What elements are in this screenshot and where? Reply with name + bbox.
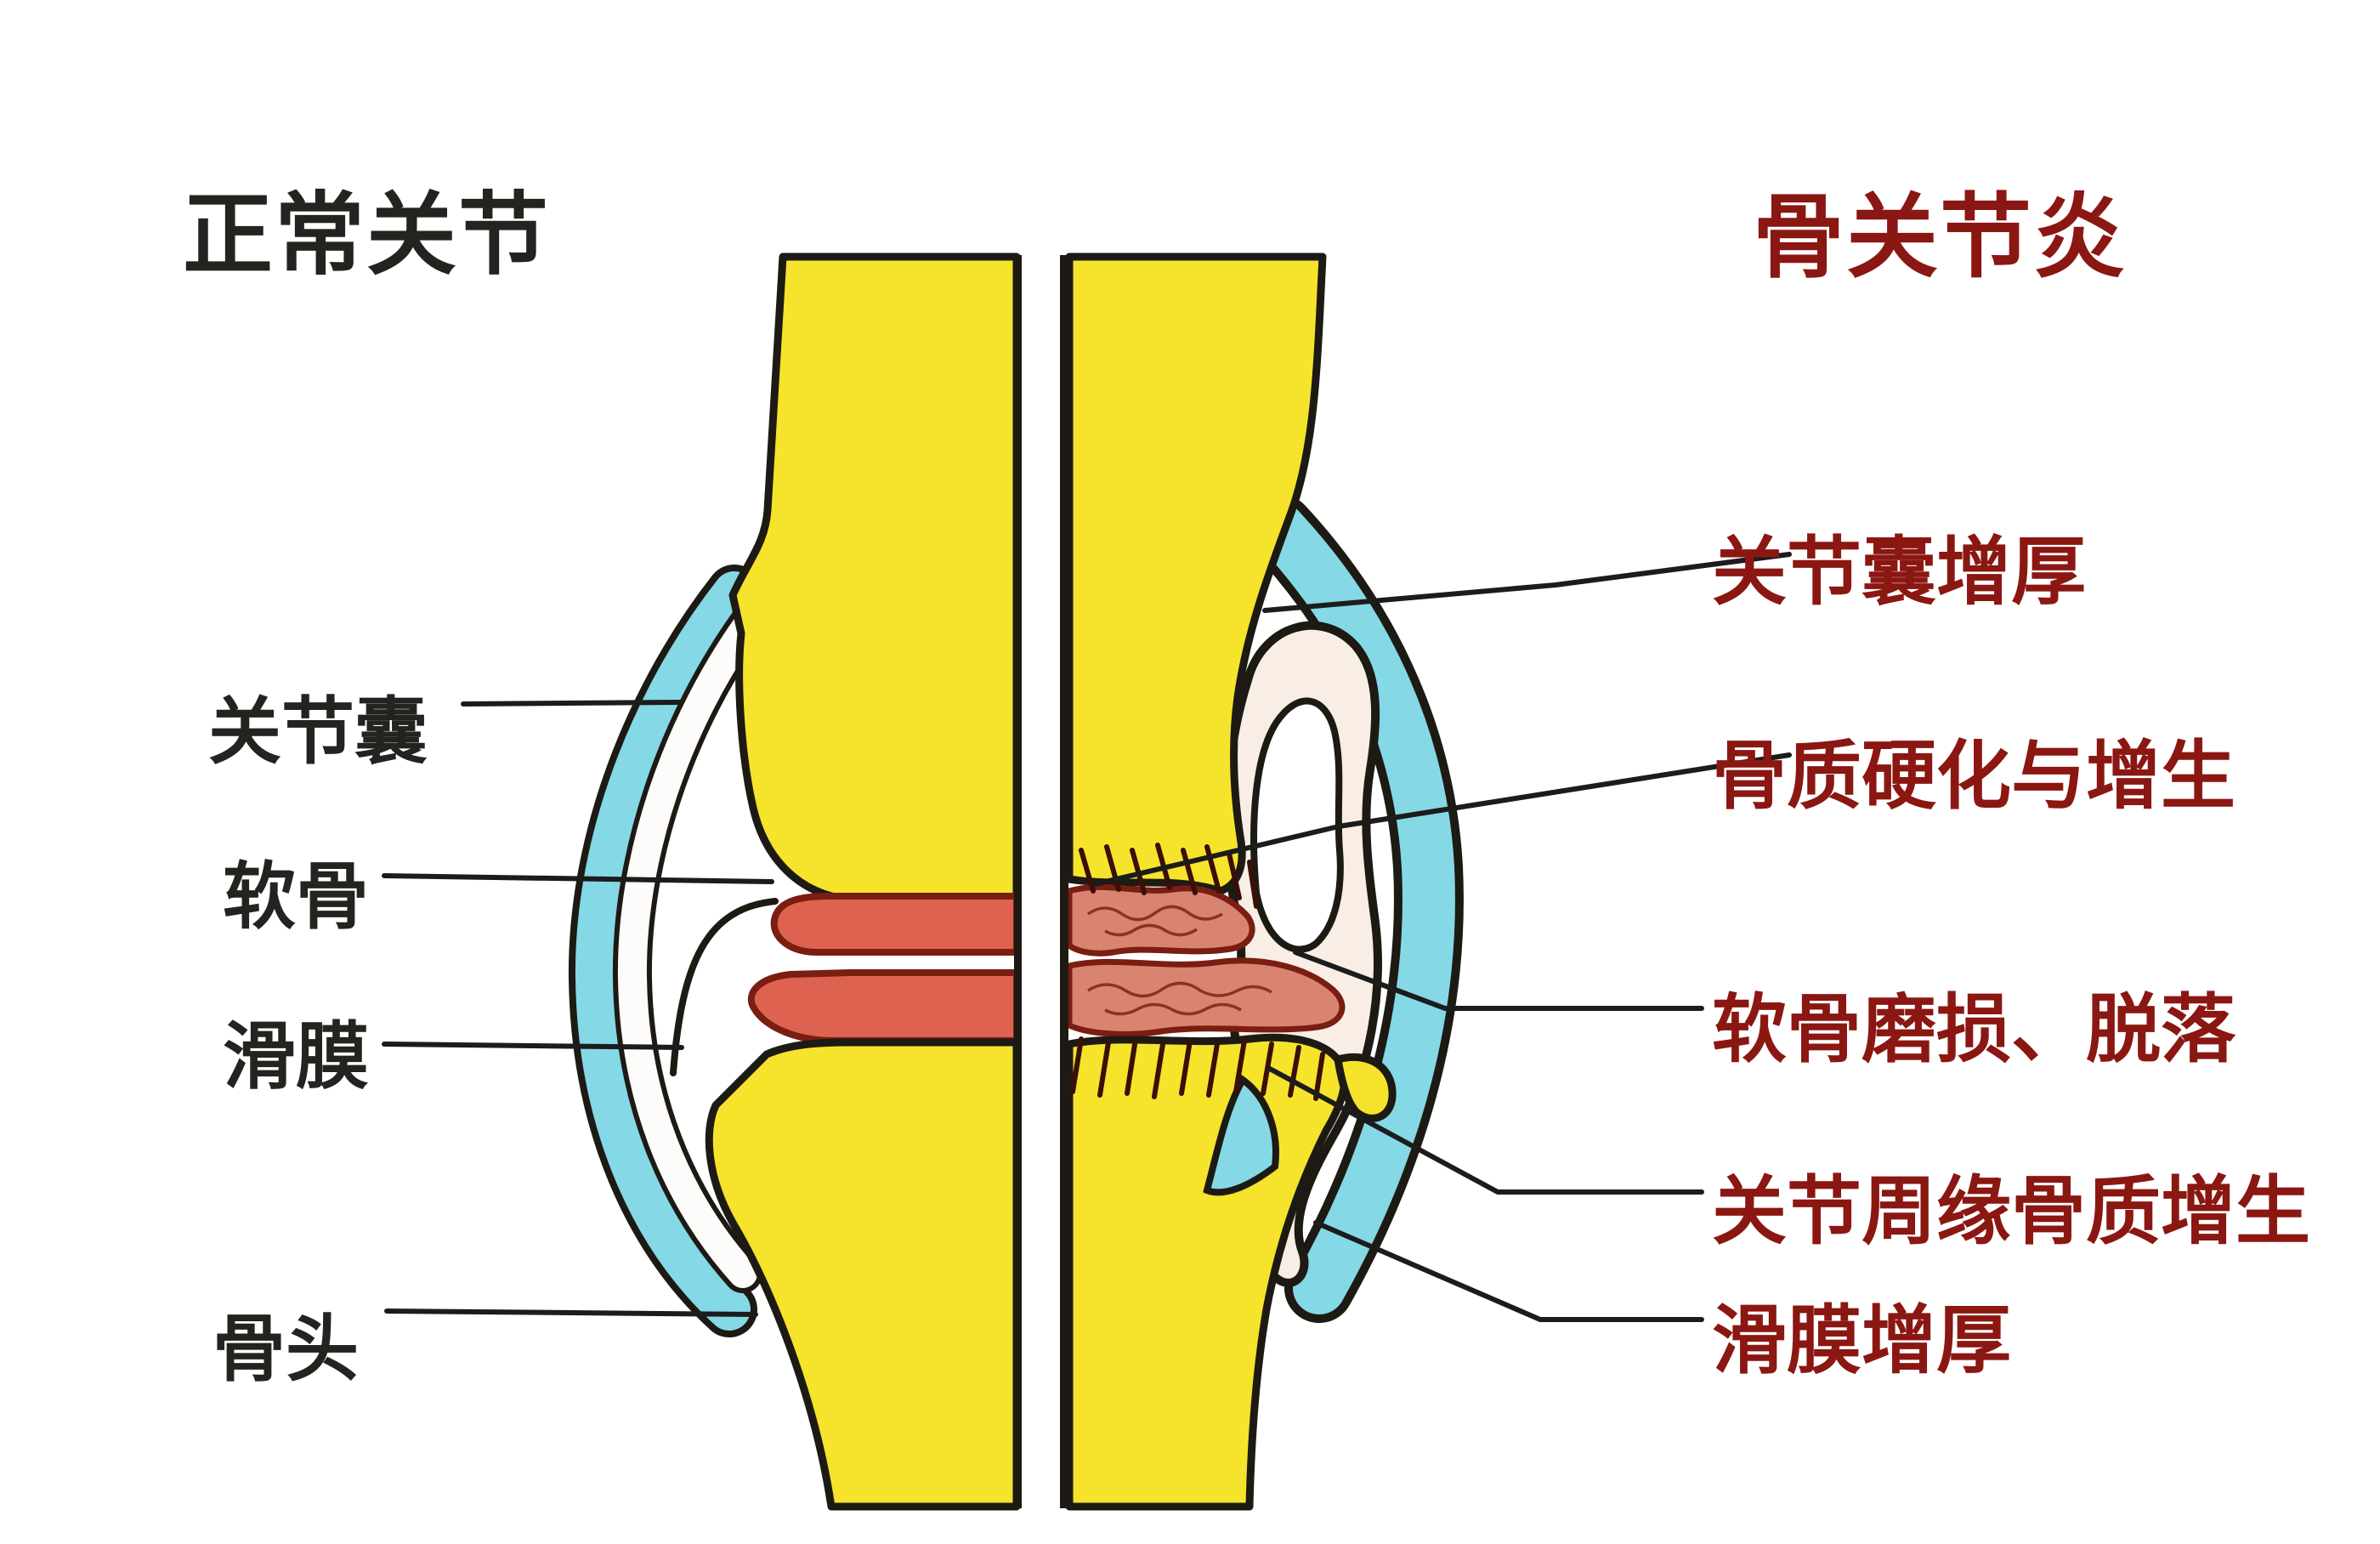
cartilage-upper-normal (770, 893, 1020, 956)
leader-synovium (382, 1042, 684, 1050)
normal-joint-half (568, 253, 1021, 1511)
leader-cartilage (382, 873, 774, 884)
leader-joint-capsule (461, 700, 683, 707)
femur-osteoarthritis (1065, 253, 1327, 895)
cartilage-lower-degraded (1066, 957, 1346, 1037)
divider-line-left (1014, 255, 1022, 1508)
leader-synovium-thickening (1313, 1220, 1704, 1322)
leader-capsule-thickening (1262, 552, 1792, 613)
label-bone: 骨头 (212, 1308, 359, 1390)
cartilage-lower-normal (747, 969, 1020, 1044)
osteophyte-spur (1334, 1053, 1397, 1122)
capsule-pocket (1203, 1075, 1279, 1196)
cartilage-upper-degraded (1066, 883, 1255, 956)
label-marginal-osteophyte: 关节周缘骨质增生 (1712, 1169, 2311, 1253)
label-bone-sclerosis: 骨质硬化与增生 (1712, 734, 2236, 818)
label-synovium-thickening: 滑膜增厚 (1712, 1298, 2012, 1382)
label-cartilage-wear: 软骨磨损、脱落 (1712, 987, 2236, 1071)
cartilage-crackle-texture (1086, 905, 1272, 1016)
leader-bone-sclerosis (1092, 752, 1792, 887)
leader-bone (384, 1308, 758, 1317)
tibia-normal (705, 1038, 1021, 1511)
title-osteoarthritis: 骨关节炎 (1753, 185, 2128, 288)
leader-lines (382, 552, 1792, 1322)
osteoarthritis-joint-half (1065, 253, 1464, 1511)
divider-line-right (1060, 255, 1068, 1508)
label-capsule-thickening: 关节囊增厚 (1712, 530, 2087, 614)
femur-normal (728, 253, 1021, 904)
synovium-arch (1250, 697, 1344, 953)
leader-cartilage-wear (1293, 950, 1704, 1011)
thickened-capsule-shape (1253, 502, 1455, 1314)
leader-marginal-osteophyte (1266, 1065, 1704, 1195)
bone-erosion-hatch-lower (1070, 1036, 1325, 1101)
label-synovium: 滑膜 (223, 1016, 369, 1098)
label-cartilage: 软骨 (223, 856, 369, 938)
label-joint-capsule: 关节囊 (208, 691, 428, 773)
joint-capsule-shape (575, 571, 756, 1331)
title-normal-joint: 正常关节 (183, 185, 550, 286)
synovium-shape (617, 603, 768, 1288)
joint-cavity-arc (670, 898, 779, 1076)
